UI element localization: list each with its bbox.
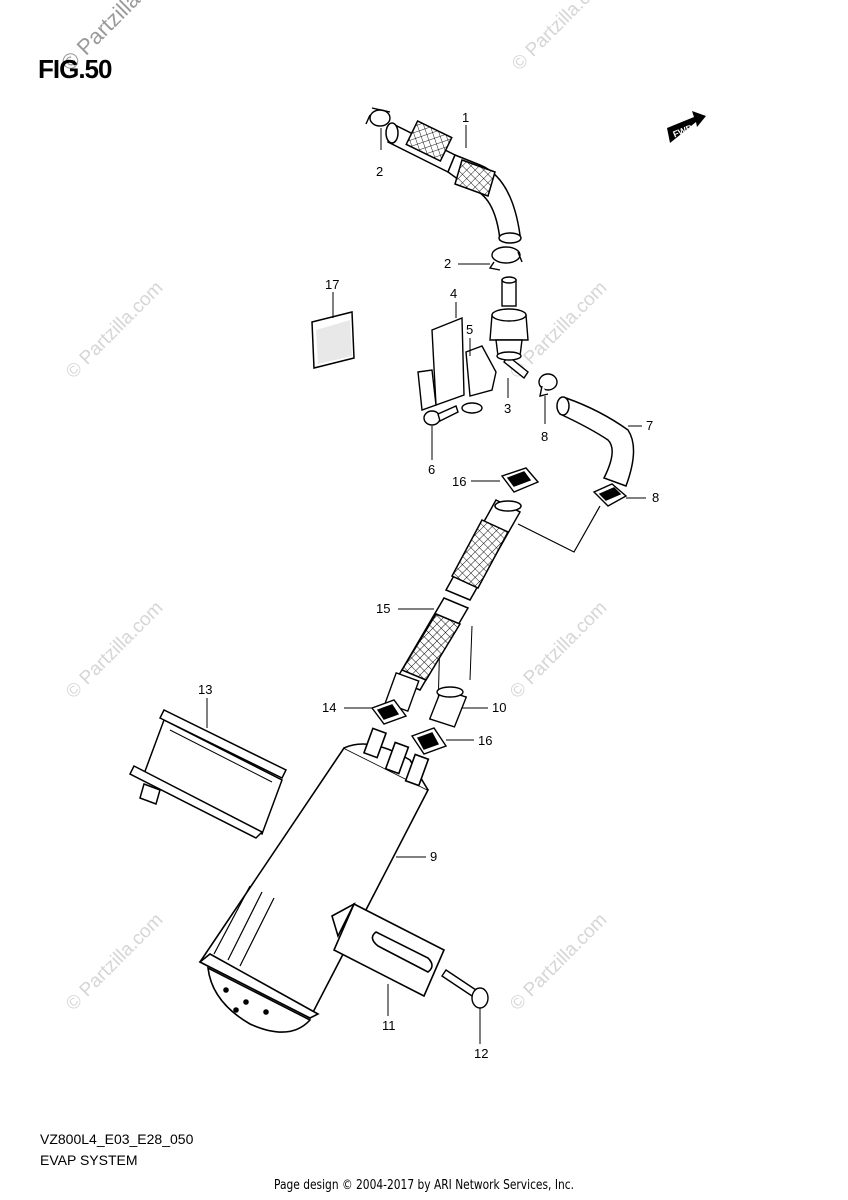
callout-2: 2: [376, 164, 383, 179]
callout-14: 14: [322, 700, 336, 715]
screw-part-12: [441, 969, 489, 1009]
tube-part-10: [428, 686, 468, 728]
bracket-part-5: [465, 345, 497, 397]
callout-17: 17: [325, 277, 339, 292]
leader-lines: [206, 125, 646, 1044]
figure-title: FIG.50: [38, 54, 112, 84]
callout-8: 8: [541, 429, 548, 444]
callout-8: 8: [652, 490, 659, 505]
clamp-part-2-top: [365, 107, 391, 127]
callout-16: 16: [478, 733, 492, 748]
clamp-part-2-mid: [488, 246, 523, 271]
routing-line: [517, 505, 601, 553]
fwd-arrow-icon: FWD: [667, 111, 706, 143]
callout-12: 12: [474, 1046, 488, 1061]
hose-part-7: [556, 396, 635, 487]
figure-name: EVAP SYSTEM: [40, 1152, 138, 1168]
cover-part-13: [128, 708, 288, 839]
clamp-part-8-lower: [592, 483, 628, 507]
callout-10: 10: [492, 700, 506, 715]
canister-part-9: [198, 727, 430, 1033]
callout-4: 4: [450, 286, 457, 301]
callout-11: 11: [382, 1018, 396, 1033]
callout-16: 16: [452, 474, 466, 489]
label-part-17: [311, 311, 355, 369]
page-footer: Page design © 2004-2017 by ARI Network S…: [274, 1178, 574, 1193]
callout-9: 9: [430, 849, 437, 864]
hose-part-15: [394, 499, 522, 691]
clip-part-16-lower: [410, 727, 448, 755]
callout-6: 6: [428, 462, 435, 477]
strap-part-11: [331, 902, 446, 998]
callout-1: 1: [462, 110, 469, 125]
callout-15: 15: [376, 601, 390, 616]
screw-part-6: [423, 405, 459, 426]
clamp-part-8-upper: [538, 373, 558, 397]
clip-part-16-upper: [500, 467, 540, 493]
callout-2: 2: [444, 256, 451, 271]
callout-numbers: 1 2 2 17 4 5 3 8 7 6 16 8 15 13 14 10 16…: [198, 110, 659, 1061]
callout-7: 7: [646, 418, 653, 433]
callout-5: 5: [466, 322, 473, 337]
valve-part-3: [489, 276, 529, 380]
figure-code: VZ800L4_E03_E28_050: [40, 1131, 194, 1147]
bracket-part-4: [417, 316, 483, 414]
callout-3: 3: [504, 401, 511, 416]
hose-part-1: [385, 119, 522, 244]
tube-part-14: [370, 671, 420, 725]
callout-13: 13: [198, 682, 212, 697]
